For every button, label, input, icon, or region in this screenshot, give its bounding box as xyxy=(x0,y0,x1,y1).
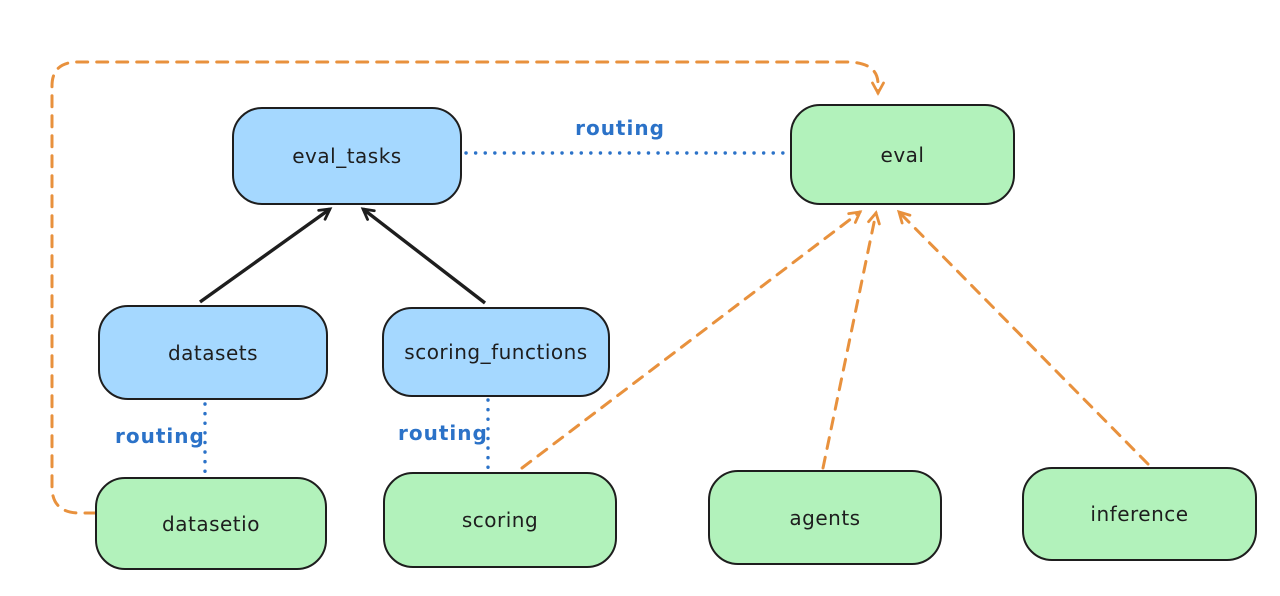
edge-agents-to-eval xyxy=(821,210,881,470)
edge-label-routing-scoring-functions-scoring: routing xyxy=(398,421,488,445)
edge-scoring-to-eval xyxy=(520,210,863,470)
edge-label-routing-datasets-datasetio: routing xyxy=(115,424,205,448)
node-eval-tasks: eval_tasks xyxy=(232,107,462,205)
edge-datasets-to-eval_tasks xyxy=(199,207,333,304)
node-agents-label: agents xyxy=(789,505,861,530)
node-eval-tasks-label: eval_tasks xyxy=(292,144,402,168)
node-datasets: datasets xyxy=(98,305,328,400)
node-datasetio: datasetio xyxy=(95,477,327,570)
node-agents: agents xyxy=(708,470,942,565)
node-scoring-functions: scoring_functions xyxy=(382,307,610,397)
edge-label-routing-eval-tasks-eval: routing xyxy=(575,116,665,140)
node-inference: inference xyxy=(1022,467,1257,561)
node-datasets-label: datasets xyxy=(167,340,259,365)
edge-inference-to-eval xyxy=(896,209,1150,466)
node-scoring-functions-label: scoring_functions xyxy=(404,340,588,364)
node-eval: eval xyxy=(790,104,1015,205)
node-scoring-label: scoring xyxy=(461,508,539,532)
node-inference-label: inference xyxy=(1090,502,1189,526)
edge-datasetio-to-eval xyxy=(50,60,885,515)
edge-scoring_functions-to-eval_tasks xyxy=(360,207,487,305)
node-scoring: scoring xyxy=(383,472,617,568)
node-datasetio-label: datasetio xyxy=(162,511,260,536)
node-eval-label: eval xyxy=(880,142,925,167)
